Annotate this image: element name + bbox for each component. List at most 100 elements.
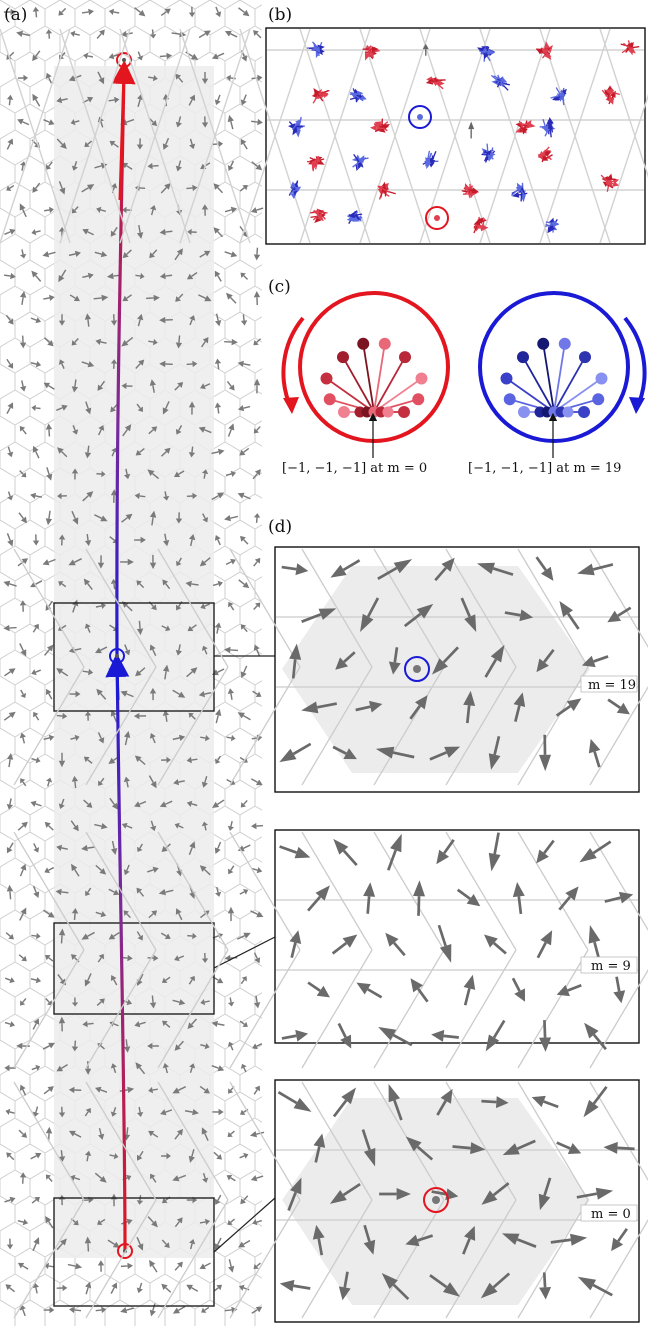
spin-arrow-shaft	[139, 496, 145, 497]
spin-arrow-shaft	[191, 759, 197, 760]
spin-arrow-shaft	[88, 56, 93, 57]
spin-arrow-shaft	[44, 210, 49, 211]
fan-spin-tip	[504, 393, 516, 405]
spin-arrow-shaft	[49, 1266, 54, 1267]
spin-arrow-shaft	[148, 77, 153, 78]
caption-left: [−1, −1, −1] at m = 0	[282, 461, 427, 476]
fan-spin-base	[383, 407, 394, 418]
spin-arrow-shaft	[166, 715, 167, 721]
spin-arrow-shaft	[36, 11, 37, 17]
red-marker-top-dot	[122, 58, 126, 62]
spin-arrow-shaft	[75, 380, 76, 387]
fan-spin-tip	[501, 372, 513, 384]
spin-arrow-shaft	[61, 892, 68, 893]
red-rotation-arrowhead	[283, 397, 299, 414]
spin-arrow-shaft	[544, 1272, 545, 1287]
spin-arrow-shaft	[227, 737, 232, 738]
spin-arrow-shaft	[83, 671, 89, 672]
spin-arrow-shaft	[444, 1036, 459, 1038]
panel-a: (a)	[0, 0, 264, 1326]
fan-spin-tip	[518, 406, 530, 418]
panel-label-c: (c)	[268, 277, 291, 297]
fan-spin-tip	[559, 338, 571, 350]
strand-arrow-mid	[117, 665, 118, 700]
fan-spin-tip	[578, 406, 590, 418]
fan-spin-tip	[324, 393, 336, 405]
fan-spin-tip	[337, 351, 349, 363]
fan-spin-tip	[321, 372, 333, 384]
spin-arrow-shaft	[453, 1146, 471, 1148]
spin-arrow-shaft	[165, 231, 172, 232]
spin-arrow-shaft	[186, 188, 192, 189]
spin-arrow-shaft	[96, 1310, 102, 1311]
spin-arrow-shaft	[368, 896, 369, 913]
spin-arrow-shaft	[114, 583, 115, 589]
spin-arrow-shaft	[419, 896, 420, 916]
spin-arrow-shaft	[36, 408, 41, 409]
fan-spin-tip	[398, 406, 410, 418]
spin-arrow-shaft	[521, 193, 522, 202]
spin-arrow-shaft	[135, 275, 140, 276]
spin-arrow-shaft	[127, 1127, 128, 1134]
fan-spin-base	[563, 407, 574, 418]
fan-spin-tip	[357, 338, 369, 350]
spin-arrow-shaft	[31, 935, 36, 936]
fan-spin-tip	[579, 351, 591, 363]
spin-arrow-shaft	[61, 935, 62, 943]
inset-frame	[275, 830, 639, 1043]
spin-arrow-shaft	[75, 913, 76, 920]
fan-spin-tip	[399, 351, 411, 363]
spin-arrow-shaft	[61, 1150, 62, 1156]
spin-arrow-shaft	[139, 1107, 140, 1113]
fan-spin-tip	[379, 338, 391, 350]
spin-arrow-shaft	[10, 891, 11, 899]
spin-arrow-shaft	[88, 319, 89, 326]
spin-arrow-shaft	[230, 998, 231, 1003]
spin-arrow-shaft	[544, 1020, 545, 1037]
spin-arrow-shaft	[74, 1310, 81, 1311]
spin-arrow-shaft	[204, 474, 205, 479]
fan-spin-tip	[412, 393, 424, 405]
spin-arrow-shaft	[481, 1101, 496, 1102]
spin-arrow-shaft	[87, 1023, 93, 1024]
spin-arrow-shaft	[252, 738, 258, 739]
spin-arrow-shaft	[467, 705, 469, 723]
caption-right: [−1, −1, −1] at m = 19	[468, 461, 621, 476]
fan-spin-tip	[338, 406, 350, 418]
spin-arrow-head	[539, 1037, 551, 1052]
spin-arrow-shaft	[218, 407, 219, 413]
shaded-region	[54, 66, 214, 1258]
spin-arrow-shaft	[75, 781, 76, 788]
fan-spin-tip	[592, 393, 604, 405]
spin-arrow-shaft	[179, 335, 180, 342]
spin-arrow-shaft	[225, 1310, 232, 1311]
spin-arrow-shaft	[165, 491, 166, 496]
spin-arrow-shaft	[487, 144, 488, 153]
spin-core	[417, 114, 423, 120]
spin-arrow-shaft	[153, 1089, 158, 1090]
panel-label-b: (b)	[268, 5, 292, 25]
spin-arrow-shaft	[319, 212, 327, 213]
blue-spin-fan	[501, 338, 608, 418]
spin-arrow-shaft	[479, 51, 487, 52]
spin-arrow-shaft	[126, 1039, 127, 1046]
blue-rotation-circle	[480, 293, 628, 441]
inset-core-spin	[432, 1196, 440, 1204]
spin-arrow-shaft	[243, 314, 244, 320]
spin-arrow-shaft	[139, 621, 140, 629]
inset-m-label: m = 19	[588, 678, 636, 693]
inset-m-label: m = 0	[591, 1207, 631, 1222]
spin-arrow-shaft	[230, 650, 238, 651]
spin-core	[434, 215, 440, 221]
panel-c: (c) [−1, −1, −1] at m = 0 [−1, −1, −1] a…	[268, 277, 645, 476]
spin-arrow-shaft	[431, 82, 439, 83]
inset-m-label: m = 9	[591, 959, 631, 974]
spin-arrow-shaft	[109, 100, 115, 101]
spin-arrow-shaft	[160, 56, 167, 57]
panel-label-d: (d)	[268, 517, 292, 537]
spin-arrow-shaft	[617, 1148, 634, 1149]
inset-core-spin	[413, 665, 421, 673]
blue-rotation-arrowhead	[629, 397, 645, 414]
spin-arrow-shaft	[200, 737, 205, 738]
